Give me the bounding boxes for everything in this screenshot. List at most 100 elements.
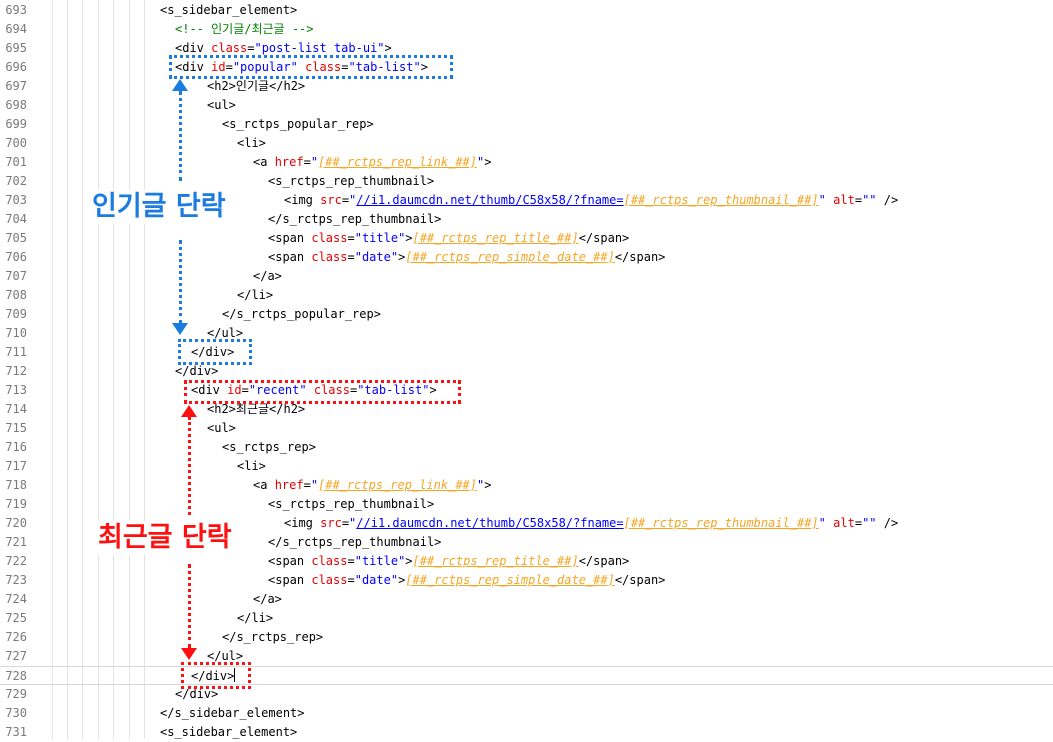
code-line[interactable]: 715<ul> <box>0 419 1053 438</box>
code-token: </ul> <box>207 326 244 340</box>
code-text[interactable]: <s_rctps_rep_thumbnail> <box>268 495 434 514</box>
code-line[interactable]: 702<s_rctps_rep_thumbnail> <box>0 172 1053 191</box>
indent-guide <box>113 0 114 739</box>
code-token: class <box>313 383 350 397</box>
code-line[interactable]: 714<h2>최근글</h2> <box>0 400 1053 419</box>
code-text[interactable]: </s_rctps_popular_rep> <box>222 305 381 324</box>
code-line[interactable]: 730</s_sidebar_element> <box>0 704 1053 723</box>
code-line[interactable]: 710</ul> <box>0 324 1053 343</box>
code-line[interactable]: 705<span class="title">[##_rctps_rep_tit… <box>0 229 1053 248</box>
code-line[interactable]: 720<img src="//i1.daumcdn.net/thumb/C58x… <box>0 514 1053 533</box>
code-line[interactable]: 703<img src="//i1.daumcdn.net/thumb/C58x… <box>0 191 1053 210</box>
code-token: </span> <box>614 250 666 264</box>
code-text[interactable]: <s_rctps_rep> <box>222 438 316 457</box>
code-text[interactable]: <a href="[##_rctps_rep_link_##]"> <box>253 476 491 495</box>
code-line[interactable]: 708</li> <box>0 286 1053 305</box>
recent-arrow-line-bottom <box>188 564 191 648</box>
code-line[interactable]: 699<s_rctps_popular_rep> <box>0 115 1053 134</box>
code-line[interactable]: 726 </s_rctps_rep> <box>0 628 1053 647</box>
line-number: 707 <box>5 269 27 283</box>
code-text[interactable]: </div> <box>175 362 218 381</box>
line-number: 727 <box>5 649 27 663</box>
code-text[interactable]: <div id="recent" class="tab-list"> <box>191 381 437 400</box>
line-number: 726 <box>5 630 27 644</box>
code-text[interactable]: </div> <box>175 685 218 704</box>
code-text[interactable]: </ul> <box>207 647 243 666</box>
code-text[interactable]: <h2>최근글</h2> <box>207 400 305 419</box>
code-line[interactable]: 711</div> <box>0 343 1053 362</box>
code-line[interactable]: 718<a href="[##_rctps_rep_link_##]"> <box>0 476 1053 495</box>
code-line[interactable]: 731<s_sidebar_element> <box>0 723 1053 742</box>
code-line[interactable]: 707 </a> <box>0 267 1053 286</box>
code-line[interactable]: 706<span class="date">[##_rctps_rep_simp… <box>0 248 1053 267</box>
code-text[interactable]: </s_sidebar_element> <box>160 704 305 723</box>
code-line[interactable]: 717<li> <box>0 457 1053 476</box>
code-text[interactable]: <s_rctps_popular_rep> <box>222 115 374 134</box>
code-text[interactable]: <div id="popular" class="tab-list"> <box>175 58 428 77</box>
code-token: "post-list tab-ui" <box>254 41 385 55</box>
code-text[interactable]: <ul> <box>207 96 236 115</box>
code-token: <a <box>253 478 275 492</box>
code-text[interactable]: <span class="date">[##_rctps_rep_simple_… <box>268 248 665 267</box>
code-line[interactable]: 723<span class="date">[##_rctps_rep_simp… <box>0 571 1053 590</box>
code-line[interactable]: 704</s_rctps_rep_thumbnail> <box>0 210 1053 229</box>
code-line[interactable]: 725</li> <box>0 609 1053 628</box>
code-token: class <box>311 573 348 587</box>
code-text[interactable]: </a> <box>253 267 282 286</box>
code-text[interactable]: <span class="title">[##_rctps_rep_title_… <box>268 229 629 248</box>
code-text[interactable]: </li> <box>237 286 273 305</box>
line-number: 728 <box>5 669 27 683</box>
code-text[interactable]: <h2>인기글</h2> <box>207 77 305 96</box>
code-token: = <box>303 155 311 169</box>
code-text[interactable]: </li> <box>237 609 273 628</box>
code-line[interactable]: 728 </div> <box>0 666 1053 685</box>
code-text[interactable]: <li> <box>237 457 266 476</box>
code-text[interactable]: </a> <box>253 590 282 609</box>
code-text[interactable]: <s_sidebar_element> <box>160 723 297 742</box>
code-token: </s_rctps_popular_rep> <box>222 307 381 321</box>
code-line[interactable]: 696<div id="popular" class="tab-list"> <box>0 58 1053 77</box>
code-text[interactable]: <img src="//i1.daumcdn.net/thumb/C58x58/… <box>284 514 898 533</box>
code-line[interactable]: 727 </ul> <box>0 647 1053 666</box>
code-text[interactable]: <!-- 인기글/최근글 --> <box>175 20 314 39</box>
code-line[interactable]: 716<s_rctps_rep> <box>0 438 1053 457</box>
code-text[interactable]: </s_rctps_rep_thumbnail> <box>268 533 441 552</box>
code-line[interactable]: 724</a> <box>0 590 1053 609</box>
code-token: </div> <box>191 669 235 683</box>
code-line[interactable]: 697<h2>인기글</h2> <box>0 77 1053 96</box>
code-text[interactable]: </s_rctps_rep_thumbnail> <box>268 210 441 229</box>
code-line[interactable]: 698<ul> <box>0 96 1053 115</box>
code-text[interactable]: </ul> <box>207 324 243 343</box>
code-token: > <box>484 155 492 169</box>
code-token: "title" <box>354 554 406 568</box>
code-text[interactable]: <a href="[##_rctps_rep_link_##]"> <box>253 153 491 172</box>
code-line[interactable]: 709</s_rctps_popular_rep> <box>0 305 1053 324</box>
code-text[interactable]: </div> <box>191 667 236 686</box>
code-token: = <box>347 250 355 264</box>
code-line[interactable]: 701<a href="[##_rctps_rep_link_##]"> <box>0 153 1053 172</box>
code-line[interactable]: 700 <li> <box>0 134 1053 153</box>
code-text[interactable]: <div class="post-list tab-ui"> <box>175 39 392 58</box>
code-token: //i1.daumcdn.net/thumb/C58x58/?fname= <box>356 516 624 530</box>
code-text[interactable]: <li> <box>237 134 266 153</box>
line-number: 700 <box>5 136 27 150</box>
code-text[interactable]: <s_sidebar_element> <box>160 1 297 20</box>
code-line[interactable]: 721</s_rctps_rep_thumbnail> <box>0 533 1053 552</box>
code-line[interactable]: 729</div> <box>0 685 1053 704</box>
code-line[interactable]: 693<s_sidebar_element> <box>0 1 1053 20</box>
code-line[interactable]: 712</div> <box>0 362 1053 381</box>
code-text[interactable]: <span class="date">[##_rctps_rep_simple_… <box>268 571 665 590</box>
code-line[interactable]: 719<s_rctps_rep_thumbnail> <box>0 495 1053 514</box>
code-text[interactable]: </div> <box>191 343 234 362</box>
code-text[interactable]: <ul> <box>207 419 236 438</box>
code-text[interactable]: <s_rctps_rep_thumbnail> <box>268 172 434 191</box>
code-line[interactable]: 695<div class="post-list tab-ui"> <box>0 39 1053 58</box>
code-line[interactable]: 694<!-- 인기글/최근글 --> <box>0 20 1053 39</box>
code-text[interactable]: <img src="//i1.daumcdn.net/thumb/C58x58/… <box>284 191 898 210</box>
code-text[interactable]: <span class="title">[##_rctps_rep_title_… <box>268 552 629 571</box>
code-token: <img <box>284 193 321 207</box>
code-text[interactable]: </s_rctps_rep> <box>222 628 323 647</box>
code-line[interactable]: 713<div id="recent" class="tab-list"> <box>0 381 1053 400</box>
code-line[interactable]: 722<span class="title">[##_rctps_rep_tit… <box>0 552 1053 571</box>
